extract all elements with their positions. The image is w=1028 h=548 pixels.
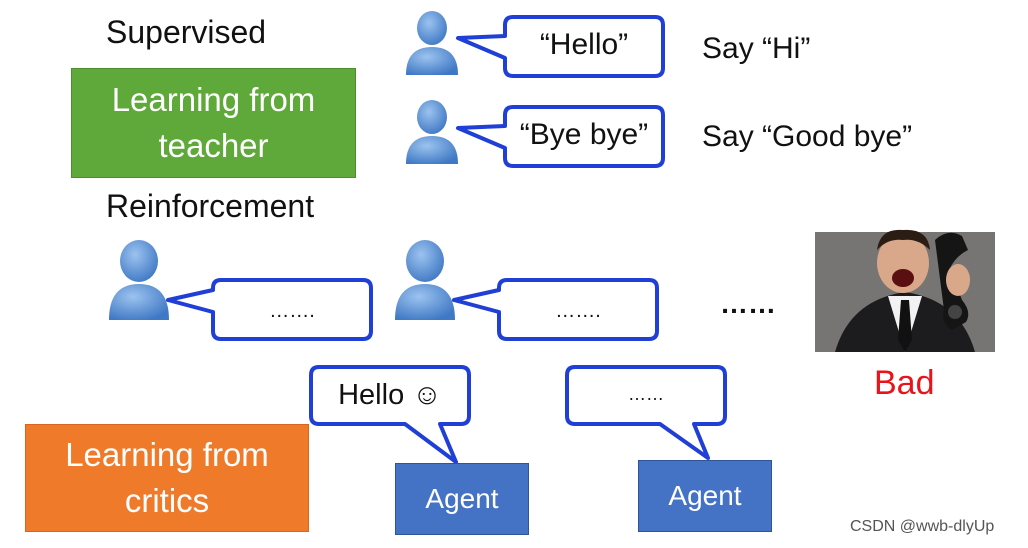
reinforcement-heading: Reinforcement [106,188,315,224]
continuation-ellipsis: …… [720,288,776,319]
watermark: CSDN @wwb-dlyUp [850,518,995,535]
agent-label-1: Agent [425,483,499,514]
angry-man-photo [815,229,995,352]
agent-bubble-text-1: Hello ☺ [338,379,442,411]
agent-box-1: Agent [395,463,529,535]
speech-bubble [452,278,659,341]
user-icon [406,11,458,75]
user-icon [109,240,169,320]
agent-bubble-text-2: …… [628,384,664,404]
agent-box-2: Agent [638,460,772,532]
learning-from-critics-box: Learning from critics [25,424,309,532]
user-icon [406,100,458,164]
supervised-heading: Supervised [106,14,267,50]
agent-label-2: Agent [668,480,742,511]
response-say-good-bye: Say “Good bye” [702,120,913,153]
response-say-hi: Say “Hi” [702,32,811,65]
bubble-text-hello: “Hello” [539,28,629,61]
feedback-bad-label: Bad [874,364,935,402]
speech-bubble [309,365,471,464]
user-bubble-text-2: ……. [555,300,601,322]
user-bubble-text-1: ……. [269,300,315,322]
bubble-text-bye-bye: “Bye bye” [519,118,649,151]
speech-bubble [565,365,727,460]
user-icon [395,240,455,320]
learning-from-teacher-box: Learning from teacher [71,68,356,178]
learning-from-critics-label: Learning from critics [65,436,269,519]
learning-from-teacher-label: Learning from teacher [111,81,316,164]
speech-bubble [456,15,665,78]
speech-bubble [456,105,665,168]
speech-bubble [166,278,373,341]
